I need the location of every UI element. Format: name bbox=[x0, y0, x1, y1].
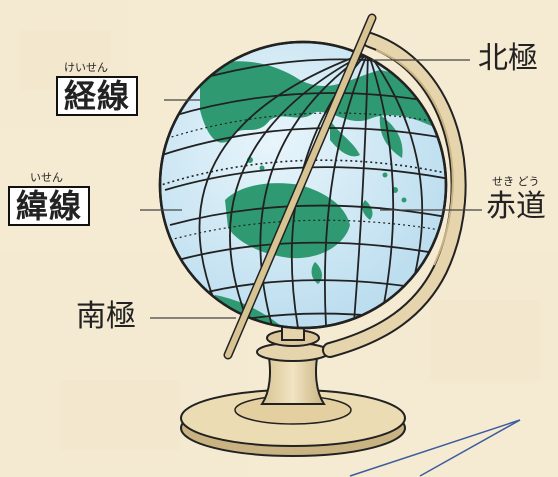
sekido-label: 赤道 bbox=[486, 189, 546, 224]
nankyoku-label: 南極 bbox=[76, 299, 136, 334]
meridian-ring bbox=[322, 32, 467, 358]
isen-reading: いせん bbox=[30, 171, 63, 184]
isen-label: 緯線 bbox=[8, 186, 91, 226]
hokkyoku-label: 北極 bbox=[478, 41, 538, 76]
tropic-line-south bbox=[169, 219, 446, 241]
tropic-line bbox=[161, 112, 446, 141]
stand-base bbox=[180, 389, 406, 457]
axis-rod bbox=[223, 13, 377, 360]
sekido-reading: せき どう bbox=[492, 175, 540, 188]
keisen-reading: けいせん bbox=[64, 61, 108, 74]
pointer-lines bbox=[349, 419, 521, 477]
leader-lines bbox=[140, 59, 482, 319]
keisen-label: 経線 bbox=[56, 76, 139, 116]
